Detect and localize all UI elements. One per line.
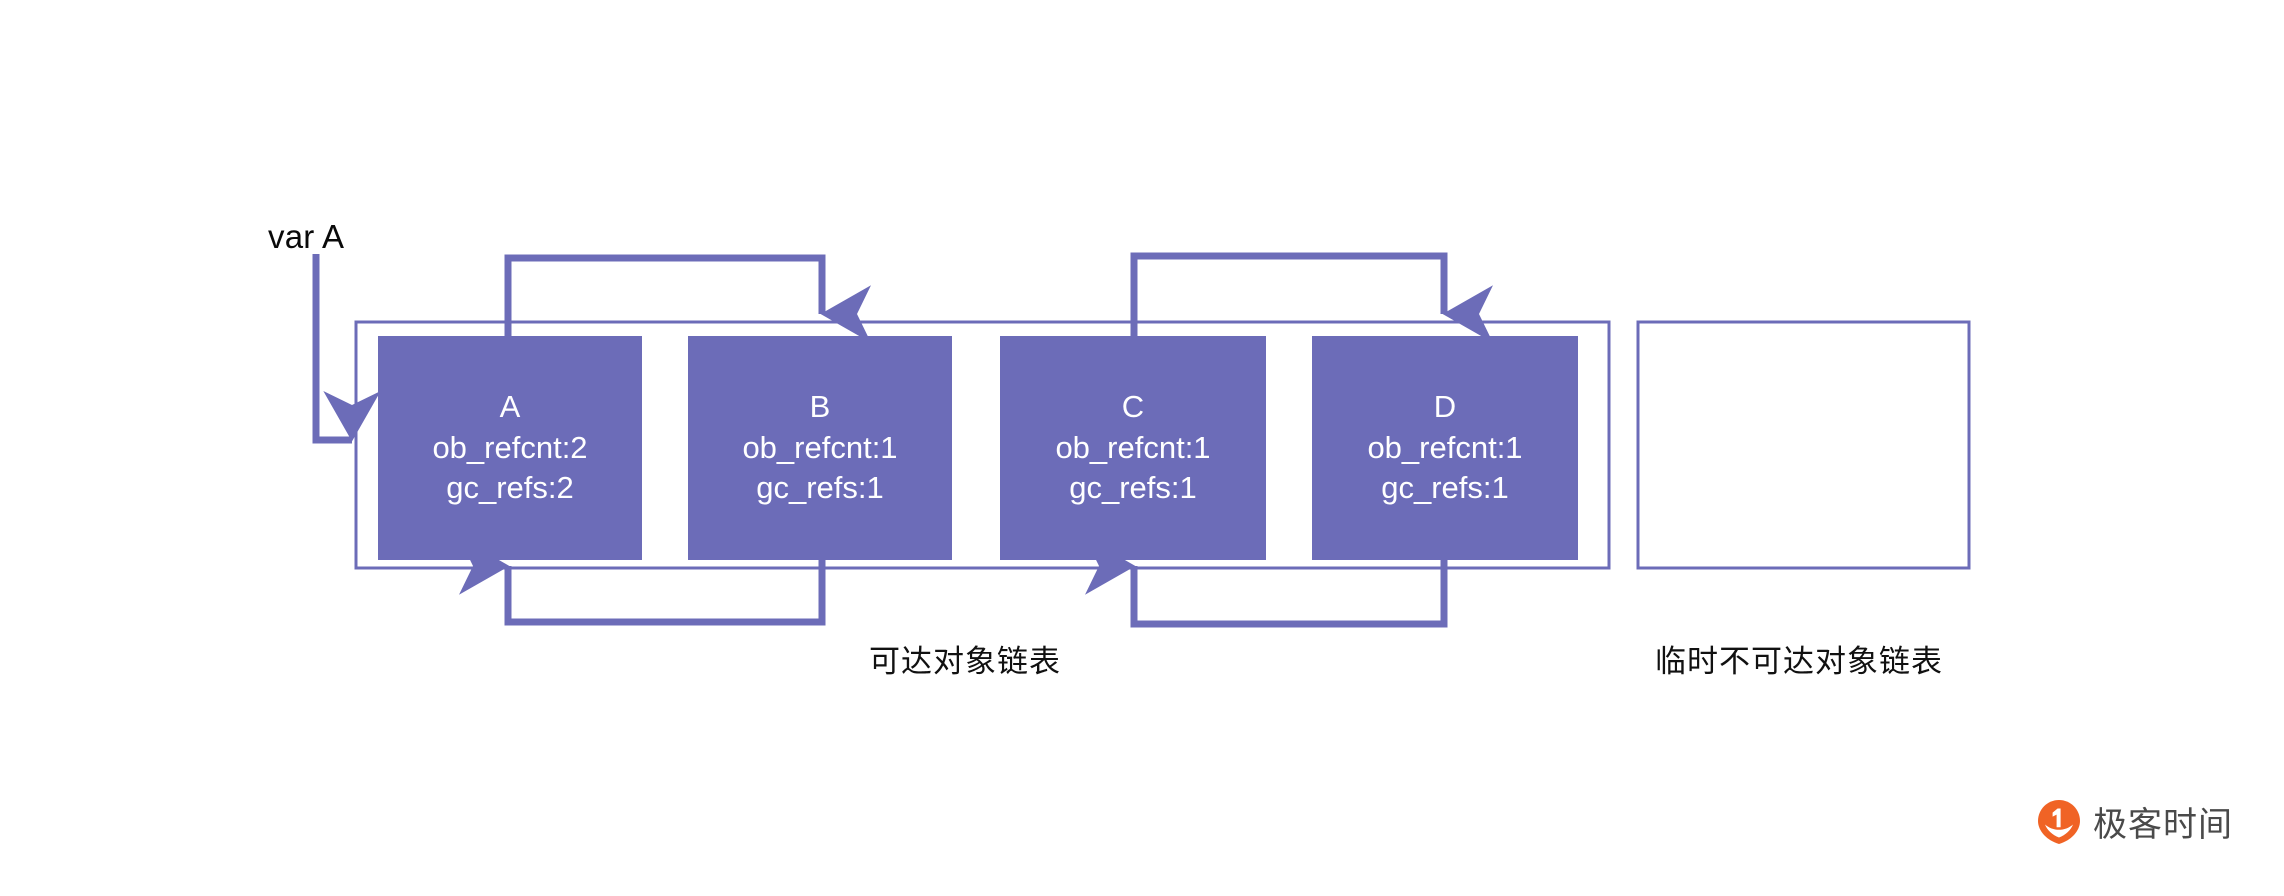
unreachable-list-caption: 临时不可达对象链表 — [1655, 644, 1943, 679]
reachable-list-caption: 可达对象链表 — [869, 644, 1061, 679]
object-node-b-name: B — [809, 388, 831, 424]
object-node-c: C ob_refcnt:1 gc_refs:1 — [1000, 336, 1266, 560]
edge-A-to-B — [504, 254, 871, 343]
reachable-list-container — [354, 320, 1611, 570]
object-node-b-gcrefs: gc_refs:1 — [756, 470, 884, 506]
object-node-a-name: A — [499, 388, 521, 424]
edge-D-to-C — [1085, 537, 1448, 628]
unreachable-list-container — [1636, 320, 1971, 570]
object-node-d-gcrefs: gc_refs:1 — [1381, 470, 1509, 506]
object-node-d-refcnt: ob_refcnt:1 — [1367, 429, 1523, 465]
var-a-label: var A — [268, 218, 345, 255]
object-node-a-gcrefs: gc_refs:2 — [446, 470, 574, 506]
object-node-b: B ob_refcnt:1 gc_refs:1 — [688, 336, 952, 560]
edge-B-to-A — [459, 537, 826, 626]
geektime-droplet-icon — [2036, 799, 2082, 845]
object-node-d: D ob_refcnt:1 gc_refs:1 — [1312, 336, 1578, 560]
object-node-c-gcrefs: gc_refs:1 — [1069, 470, 1197, 506]
edge-C-to-D — [1130, 252, 1493, 343]
object-node-a: A ob_refcnt:2 gc_refs:2 — [378, 336, 642, 560]
object-node-d-name: D — [1433, 388, 1457, 424]
geektime-logo-text: 极客时间 — [2093, 806, 2233, 844]
object-node-b-refcnt: ob_refcnt:1 — [742, 429, 898, 465]
edge-varA-to-A — [312, 254, 381, 444]
geektime-watermark: 极客时间 — [2036, 797, 2233, 846]
object-node-c-name: C — [1121, 388, 1145, 424]
object-node-c-refcnt: ob_refcnt:1 — [1055, 429, 1211, 465]
object-node-a-refcnt: ob_refcnt:2 — [432, 429, 588, 465]
